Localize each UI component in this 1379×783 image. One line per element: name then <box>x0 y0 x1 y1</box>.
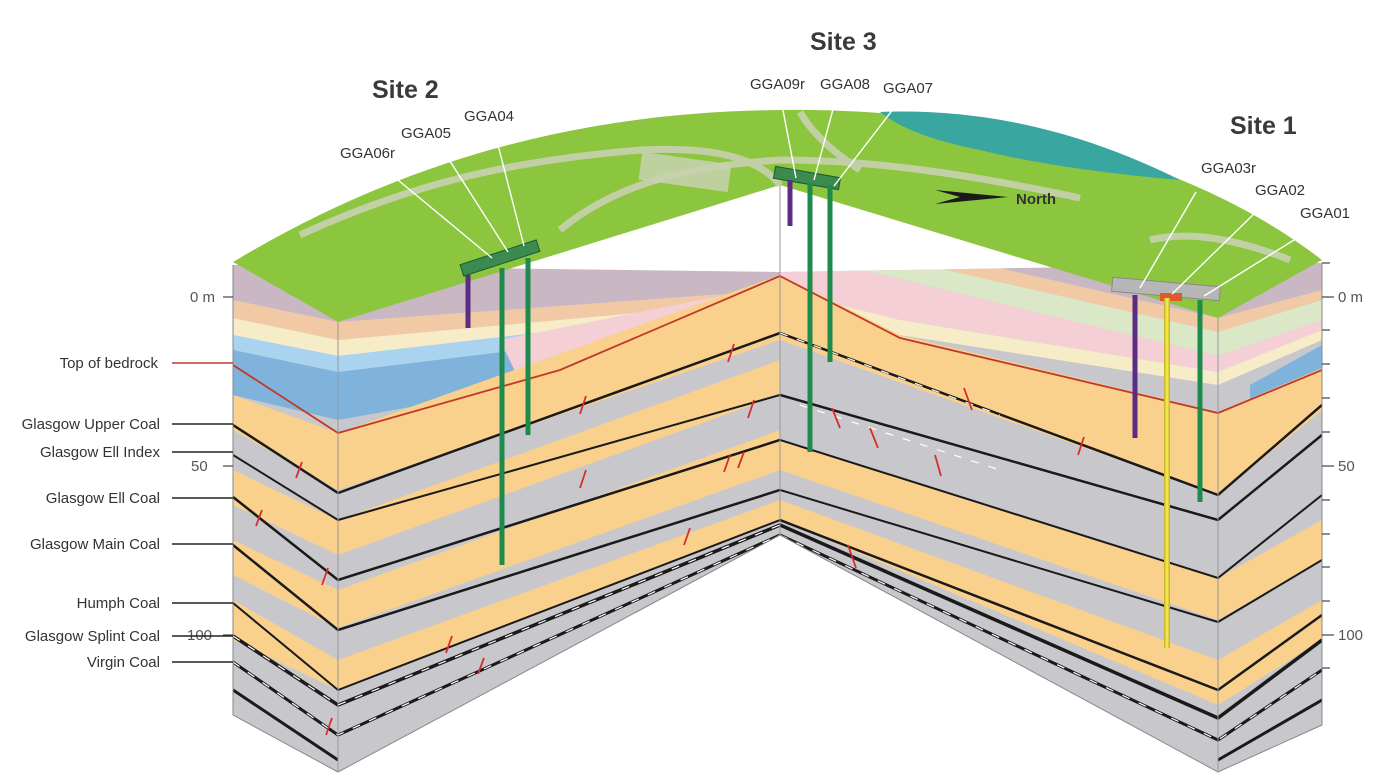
layer-label-glasgow-ell-index: Glasgow Ell Index <box>40 444 161 461</box>
well-leaders <box>397 97 1311 297</box>
well-label-GGA04: GGA04 <box>464 108 514 125</box>
fault-mark <box>325 717 333 736</box>
fault-mark <box>963 387 973 411</box>
well-label-GGA01: GGA01 <box>1300 205 1350 222</box>
fault-mark <box>579 395 587 415</box>
fault-mark <box>321 567 329 586</box>
right-depth-scale <box>1322 262 1334 669</box>
leader-GGA09r <box>781 104 797 179</box>
fault-mark <box>445 635 453 654</box>
depth-label-left-50: 50 <box>191 458 208 475</box>
top-of-bedrock-line-right <box>780 275 1322 414</box>
fault-mark <box>831 407 841 429</box>
fault-mark <box>255 509 263 527</box>
leader-GGA01 <box>1203 229 1311 297</box>
layer-label-glasgow-splint-coal: Glasgow Splint Coal <box>25 628 160 645</box>
north-arrow-icon <box>935 190 1008 204</box>
site2-platform <box>459 239 541 277</box>
layer-label-glasgow-main-coal: Glasgow Main Coal <box>30 536 160 553</box>
fault-mark <box>723 454 731 473</box>
fault-mark <box>847 544 857 569</box>
well-label-GGA02: GGA02 <box>1255 182 1305 199</box>
road <box>557 156 1081 233</box>
layer-label-glasgow-ell-coal: Glasgow Ell Coal <box>46 490 160 507</box>
left-depth-scale <box>223 296 233 636</box>
leader-GGA07 <box>833 107 895 187</box>
wells <box>465 180 1203 648</box>
site3-title: Site 3 <box>810 28 877 56</box>
well-label-GGA05: GGA05 <box>401 125 451 142</box>
layer-leaders <box>172 423 233 663</box>
leader-GGA05 <box>447 157 509 253</box>
fault-mark <box>727 343 735 363</box>
site1-equipment <box>1160 293 1182 301</box>
site2-title: Site 2 <box>372 76 439 104</box>
sandstone-upper-r <box>780 275 1322 495</box>
superficial-pink-layer-r <box>780 263 1322 372</box>
superficial-peach-layer <box>233 290 780 340</box>
fault-mark <box>869 427 879 449</box>
layer-label-virgin-coal: Virgin Coal <box>87 654 160 671</box>
leader-GGA08 <box>813 97 837 181</box>
layer-label-top-of-bedrock: Top of bedrock <box>60 355 159 372</box>
fault-mark <box>683 527 691 546</box>
coal-dash-splint-left <box>233 524 780 706</box>
sandstone-band-1-r <box>780 440 1322 620</box>
fault-mark <box>747 399 755 419</box>
depth-label-left-0: 0 m <box>190 289 215 306</box>
depth-label-right-0: 0 m <box>1338 289 1363 306</box>
coal-seam-base-right <box>1217 698 1322 762</box>
left-cross-section <box>233 265 780 772</box>
well-label-GGA09r: GGA09r <box>750 76 805 93</box>
layer-label-humph-coal: Humph Coal <box>77 595 160 612</box>
layer-label-glasgow-upper-coal: Glasgow Upper Coal <box>22 416 160 433</box>
coal-seam-base-left <box>233 688 339 762</box>
site3-platform <box>772 165 842 191</box>
fault-mark <box>477 657 485 675</box>
leader-GGA02 <box>1171 209 1259 295</box>
depth-label-right-50: 50 <box>1338 458 1355 475</box>
river <box>880 111 1180 180</box>
fault-mark <box>737 451 745 469</box>
fault-mark <box>295 461 303 479</box>
well-label-GGA03r: GGA03r <box>1201 160 1256 177</box>
well-label-GGA08: GGA08 <box>820 76 870 93</box>
fault-mark <box>934 454 942 477</box>
depth-label-right-100: 100 <box>1338 627 1363 644</box>
well-label-GGA06r: GGA06r <box>340 145 395 162</box>
car-park <box>638 151 732 193</box>
sandstone-upper <box>233 275 780 490</box>
coal-dash-upper-right <box>780 332 1001 416</box>
fault-mark <box>1077 436 1085 456</box>
north-arrow: North <box>935 190 1056 208</box>
superficial-green-layer-r <box>780 263 1322 356</box>
sandstone-band-2-r <box>780 500 1322 705</box>
site1-title: Site 1 <box>1230 112 1297 140</box>
well-label-GGA07: GGA07 <box>883 80 933 97</box>
top-of-bedrock-line-left <box>233 275 780 434</box>
north-label: North <box>1016 191 1056 208</box>
leader-GGA04 <box>497 144 525 247</box>
leader-GGA06r <box>397 179 493 259</box>
fault-mark <box>579 469 587 489</box>
leader-GGA03r <box>1139 191 1197 289</box>
